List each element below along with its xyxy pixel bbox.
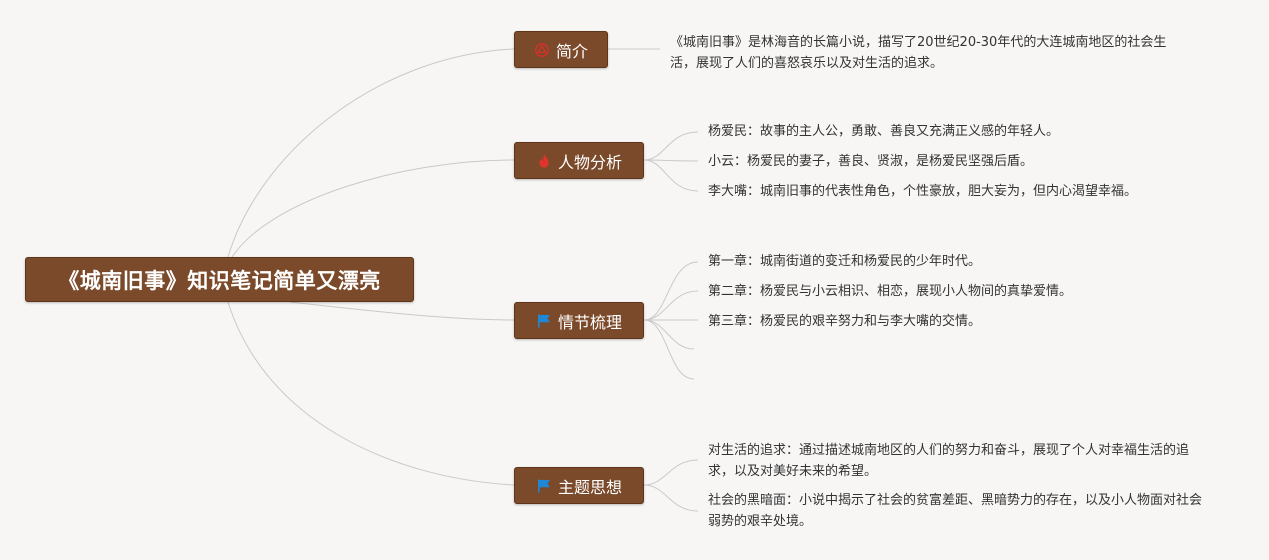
fire-icon	[536, 153, 552, 169]
connector-theme-2	[643, 484, 699, 512]
connector-plot-4	[643, 319, 695, 350]
character-item[interactable]: 杨爱民：故事的主人公，勇敢、善良又充满正义感的年轻人。	[708, 124, 1060, 139]
branch-themes[interactable]: 主题思想	[514, 467, 644, 504]
character-item[interactable]: 小云：杨爱民的妻子，善良、贤淑，是杨爱民坚强后盾。	[708, 154, 1034, 169]
connector-character-2	[643, 159, 699, 162]
root-topic[interactable]: 《城南旧事》知识笔记简单又漂亮	[25, 257, 414, 302]
connector-plot-1	[643, 261, 699, 321]
connector-root-characters	[231, 159, 515, 258]
connector-character-3	[643, 159, 699, 192]
branch-intro-label: 简介	[555, 41, 588, 61]
connector-theme-1	[643, 459, 699, 486]
plot-item[interactable]: 第二章：杨爱民与小云相识、相恋，展现小人物间的真挚爱情。	[708, 284, 1073, 299]
branch-characters[interactable]: 人物分析	[514, 142, 644, 179]
connector-root-themes	[227, 301, 515, 486]
intro-text[interactable]: 《城南旧事》是林海音的长篇小说，描写了20世纪20-30年代的大连城南地区的社会…	[670, 35, 1167, 71]
branch-plot[interactable]: 情节梳理	[514, 302, 644, 339]
root-topic-label: 《城南旧事》知识笔记简单又漂亮	[58, 268, 381, 293]
connector-plot-5	[643, 319, 695, 380]
plot-item[interactable]: 第一章：城南街道的变迁和杨爱民的少年时代。	[708, 254, 982, 269]
branch-characters-label: 人物分析	[557, 152, 622, 172]
branch-intro[interactable]: 简介	[514, 31, 608, 68]
flag-icon	[536, 478, 552, 494]
recycle-icon	[534, 42, 550, 58]
theme-item[interactable]: 对生活的追求：通过描述城南地区的人们的努力和奋斗，展现了个人对幸福生活的追求，以…	[708, 443, 1190, 479]
plot-item[interactable]: 第三章：杨爱民的艰辛努力和与李大嘴的交情。	[708, 314, 982, 329]
connector-character-1	[643, 131, 699, 161]
branch-plot-label: 情节梳理	[557, 312, 622, 332]
connector-root-plot	[289, 301, 515, 321]
connector-root-intro	[227, 48, 515, 258]
connector-plot-2	[643, 290, 699, 321]
flag-icon	[536, 313, 552, 329]
theme-item[interactable]: 社会的黑暗面：小说中揭示了社会的贫富差距、黑暗势力的存在，以及小人物面对社会弱势…	[708, 493, 1203, 529]
branch-themes-label: 主题思想	[557, 477, 622, 497]
character-item[interactable]: 李大嘴：城南旧事的代表性角色，个性豪放，胆大妄为，但内心渴望幸福。	[708, 184, 1138, 199]
